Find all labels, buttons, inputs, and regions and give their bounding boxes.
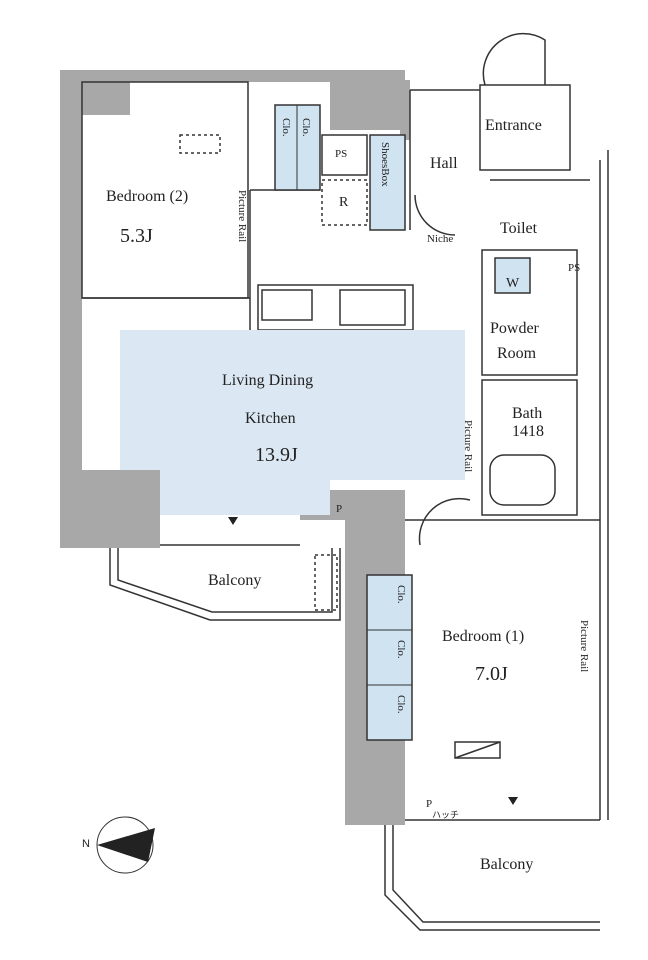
- shoes-box-label: ShoesBox: [379, 142, 391, 187]
- closet-label: Clo.: [300, 118, 312, 137]
- powder-room-line1: Powder: [490, 320, 539, 337]
- hall-label: Hall: [430, 155, 458, 172]
- bath-size: 1418: [512, 423, 544, 440]
- balcony-left-label: Balcony: [208, 572, 262, 589]
- closet-label: Clo.: [280, 118, 292, 137]
- bedroom1-name: Bedroom (1): [442, 628, 525, 645]
- compass-north-label: N: [82, 838, 90, 850]
- picture-rail-label: Picture Rail: [462, 420, 474, 473]
- pipe-label: P: [336, 503, 343, 515]
- bedroom2-size: 5.3J: [120, 225, 153, 247]
- washer-label: W: [506, 276, 520, 291]
- ldk-size: 13.9J: [255, 444, 298, 466]
- picture-rail-label: Picture Rail: [236, 190, 248, 243]
- closet-label: Clo.: [395, 695, 407, 714]
- entrance-label: Entrance: [485, 117, 542, 134]
- balcony-right-label: Balcony: [480, 856, 534, 873]
- closet-label: Clo.: [395, 640, 407, 659]
- picture-rail-label: Picture Rail: [578, 620, 590, 673]
- toilet-label: Toilet: [500, 220, 538, 237]
- powder-room-line2: Room: [497, 345, 537, 362]
- bedroom1-size: 7.0J: [475, 663, 508, 685]
- pipe-label: P: [426, 798, 433, 810]
- refrigerator-label: R: [339, 195, 349, 210]
- ps-top-label: PS: [335, 148, 348, 160]
- bath-label: Bath: [512, 405, 543, 422]
- closet-label: Clo.: [395, 585, 407, 604]
- niche-label: Niche: [427, 233, 454, 245]
- ldk-line2: Kitchen: [245, 410, 296, 427]
- hatch-label: ハッチ: [432, 811, 460, 821]
- bedroom2-name: Bedroom (2): [106, 188, 189, 205]
- ps-right-label: PS: [568, 262, 581, 274]
- ldk-line1: Living Dining: [222, 372, 314, 389]
